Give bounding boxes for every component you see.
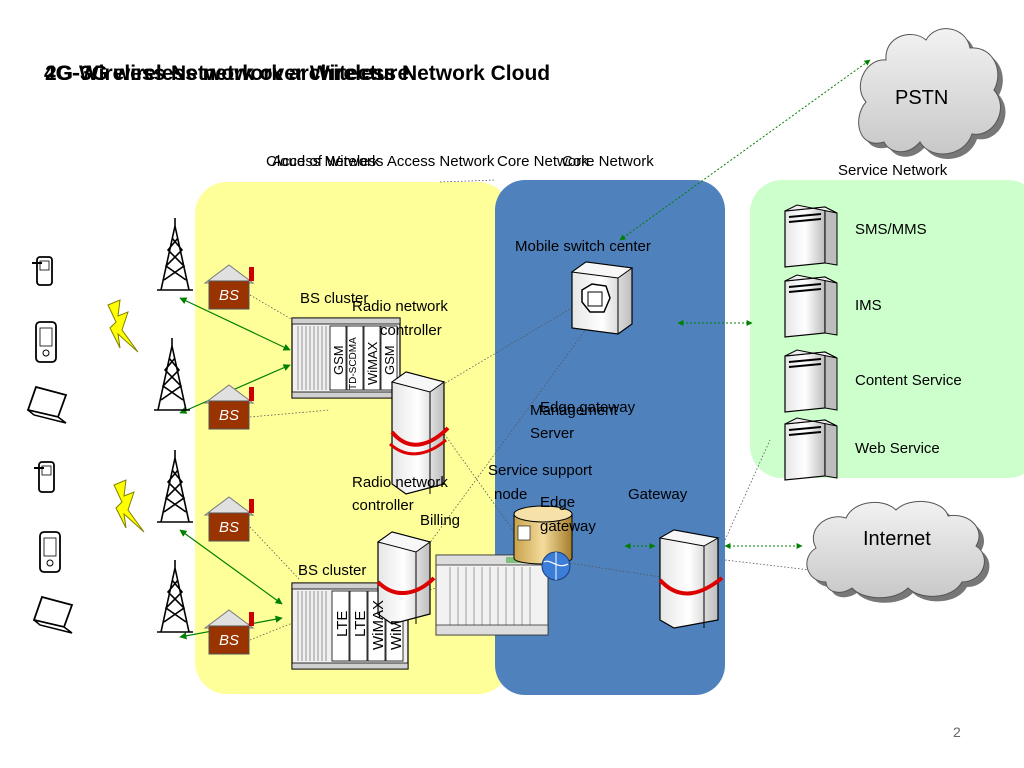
- service-support-node-label-1: Service support: [488, 462, 593, 479]
- house-icon: [203, 384, 255, 430]
- management-server-label-1: Management: [530, 402, 618, 419]
- server-icon: [388, 371, 450, 495]
- page-title: 2G-3G wireless network architecture: [45, 62, 410, 85]
- tower-icon: [157, 560, 193, 633]
- cluster-card-label: WiMAX: [370, 600, 387, 650]
- page-title-overlay: 4G-Wireless Network over Wireless Networ…: [44, 62, 551, 85]
- phone-icon: [32, 256, 53, 286]
- edge-gateway-label-1: Edge gateway: [540, 399, 636, 416]
- rnc-label-2a: Radio network: [352, 474, 448, 491]
- bs-label: BS: [218, 287, 239, 304]
- pstn-label: PSTN: [895, 87, 949, 109]
- pda-icon: [35, 321, 57, 363]
- server-icon: [784, 349, 838, 413]
- server-icon: [376, 531, 436, 625]
- service-item-label: Content Service: [855, 372, 962, 389]
- cluster-card-label: LTE: [352, 610, 369, 637]
- bs-label: BS: [218, 632, 239, 649]
- green-dotted-arrows: [619, 59, 871, 549]
- server-icon: [658, 529, 724, 629]
- gateway-label: Gateway: [628, 486, 688, 503]
- tower-icon: [157, 450, 193, 523]
- tower-icon: [154, 338, 190, 411]
- lightning-icon: [107, 299, 139, 353]
- lightning-icon: [113, 479, 145, 533]
- cluster-card-label: WiM: [388, 620, 405, 650]
- server-icon: [784, 417, 838, 481]
- cloud-icon: [806, 500, 990, 603]
- access-network-cloud-label: Cloud of Wireless Access Network: [266, 153, 495, 170]
- service-item-label: IMS: [855, 297, 882, 314]
- rack-icon: [291, 317, 401, 399]
- house-icon: [203, 496, 255, 542]
- core-network-label-2: Core Network: [562, 153, 654, 170]
- core-network-label: Core Network: [497, 153, 589, 170]
- cluster-card-label: TD-SCDMA: [348, 337, 359, 390]
- bs-label: BS: [218, 519, 239, 536]
- cloud-icon: [858, 28, 1006, 159]
- rnc-label-1b: controller: [380, 322, 442, 339]
- bs-cluster-label: BS cluster: [298, 562, 367, 579]
- phone-icon: [34, 461, 55, 493]
- page-number: 2: [953, 724, 961, 740]
- switch-icon: [570, 261, 634, 335]
- server-icon: [784, 274, 838, 338]
- cluster-card-label: LTE: [334, 610, 351, 637]
- tower-icon: [157, 218, 193, 291]
- cluster-card-label: GSM: [331, 345, 346, 375]
- service-network-label: Service Network: [838, 162, 948, 179]
- pda-icon: [39, 531, 61, 573]
- edge-gateway-label-2a: Edge: [540, 494, 576, 511]
- access-network-label: Access Network: [272, 153, 380, 170]
- laptop-icon: [26, 385, 68, 424]
- internet-label: Internet: [863, 528, 931, 550]
- house-icon: [203, 264, 255, 310]
- cluster-card-label: GSM: [382, 345, 397, 375]
- management-server-label-2: Server: [530, 425, 575, 442]
- billing-label: Billing: [420, 512, 461, 529]
- cluster-card-label: WiMAX: [365, 341, 380, 385]
- rnc-label-2b: controller: [352, 497, 414, 514]
- edge-gateway-label-2b: gateway: [540, 518, 596, 535]
- house-icon: [203, 609, 255, 655]
- server-icon: [513, 505, 573, 581]
- service-item-label: Web Service: [855, 440, 940, 457]
- laptop-icon: [32, 595, 74, 634]
- service-support-node-label-2: node: [494, 486, 528, 503]
- server-icon: [784, 204, 838, 268]
- bs-cluster-label: BS cluster: [300, 290, 369, 307]
- rack-icon: [435, 554, 549, 636]
- rnc-label-1a: Radio network: [352, 298, 448, 315]
- mobile-switch-center-label: Mobile switch center: [515, 238, 651, 255]
- service-item-label: SMS/MMS: [855, 221, 927, 238]
- bs-label: BS: [218, 407, 239, 424]
